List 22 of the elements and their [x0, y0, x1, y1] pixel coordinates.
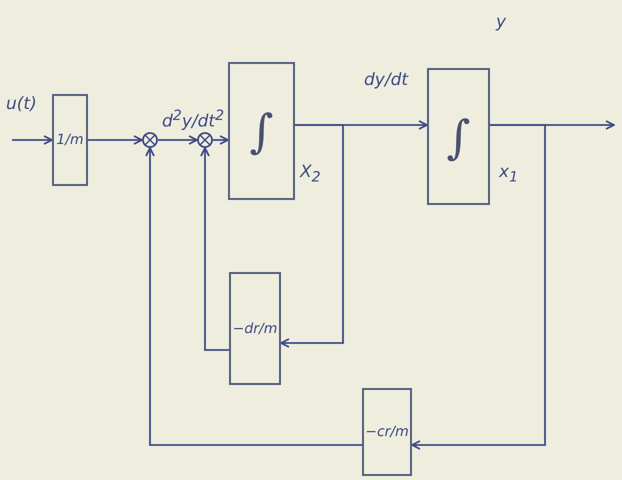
- signal-label: dy/dt: [362, 70, 410, 90]
- gain-value: 1/m: [56, 132, 84, 148]
- integrator-block: [427, 68, 490, 205]
- integral-sign: ∫: [250, 104, 274, 158]
- arrow: [213, 135, 229, 145]
- arrow: [145, 147, 362, 446]
- gain-value: −dr/m: [232, 320, 278, 336]
- integral-sign: ∫: [446, 110, 470, 164]
- summing-junction: [142, 132, 158, 148]
- arrow: [158, 135, 198, 145]
- signal-label: d$^{2}$y/dt$^{2}$: [160, 108, 226, 132]
- gain-block: [229, 272, 281, 385]
- gain-block: [52, 94, 88, 186]
- gain-value: −cr/m: [365, 424, 409, 440]
- arrow: [411, 124, 546, 450]
- arrow: [88, 135, 143, 145]
- arrow: [12, 135, 53, 145]
- gain-block: [362, 388, 412, 476]
- arrow: [280, 124, 344, 348]
- integrator-block: [228, 62, 295, 200]
- summing-junction: [197, 132, 213, 148]
- arrow: [200, 147, 229, 351]
